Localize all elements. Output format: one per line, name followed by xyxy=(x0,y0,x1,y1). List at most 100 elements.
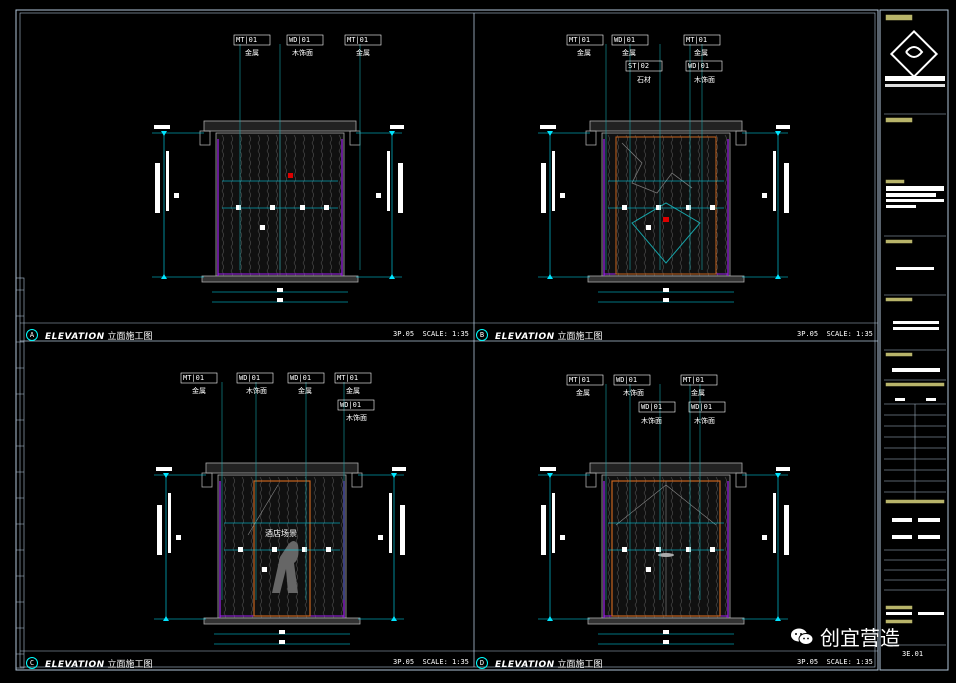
wall-texture xyxy=(250,476,253,622)
tag-a-2: WD|01 xyxy=(289,36,311,44)
wall-texture xyxy=(661,134,664,280)
dim-text xyxy=(622,547,627,552)
tag-box xyxy=(688,401,726,413)
stone-veins xyxy=(621,142,693,194)
dim-arrow xyxy=(391,616,397,621)
tag-a-1: MT|01 xyxy=(236,36,258,44)
wall-texture xyxy=(616,476,619,622)
tag-box xyxy=(680,374,718,386)
dim-text xyxy=(272,547,277,552)
mat-c-5: 木饰面 xyxy=(346,414,367,422)
wall-texture xyxy=(275,134,278,280)
wall-texture xyxy=(311,134,314,280)
tb-mark xyxy=(885,239,913,244)
cornice xyxy=(589,462,743,474)
dim-text xyxy=(157,505,162,555)
dim-text xyxy=(260,225,265,230)
tb-text-bar xyxy=(892,518,912,522)
dim-text xyxy=(270,205,275,210)
cornice-left xyxy=(585,472,597,488)
tag-box xyxy=(566,34,604,46)
tag-box xyxy=(287,372,325,384)
wall-body xyxy=(217,474,347,619)
dim-arrow xyxy=(775,473,781,478)
dim-text xyxy=(541,163,546,213)
dim-arrow xyxy=(161,274,167,279)
tag-box xyxy=(685,60,723,72)
watermark: 创宜营造 xyxy=(790,622,900,651)
tb-mark xyxy=(885,14,913,21)
door-frame xyxy=(615,136,717,275)
cornice-right xyxy=(735,472,747,488)
floor xyxy=(203,617,361,625)
panel-a-marker: A xyxy=(26,329,38,341)
tag-box xyxy=(683,34,721,46)
wall-texture xyxy=(248,134,251,280)
mat-d-1: 金属 xyxy=(576,389,590,397)
dim-text xyxy=(663,298,669,302)
panel-d-scale: 3P.05 SCALE: 1:35 xyxy=(797,658,873,666)
panel-b-title: ELEVATION 立面施工图 xyxy=(495,332,603,342)
dim-text xyxy=(776,125,790,129)
dim-text xyxy=(387,151,390,211)
wall-texture xyxy=(268,476,271,622)
floor xyxy=(201,275,359,283)
dim-text xyxy=(663,288,669,292)
wall-texture xyxy=(230,134,233,280)
mat-b-3: 金属 xyxy=(694,49,708,57)
dim-arrow xyxy=(547,616,553,621)
inner-frame xyxy=(19,12,876,668)
dim-text xyxy=(762,193,767,198)
tag-c-2: WD|01 xyxy=(239,374,261,382)
panel-a-title: ELEVATION 立面施工图 xyxy=(45,332,153,342)
left-strip xyxy=(15,277,25,669)
tag-b-4: ST|02 xyxy=(628,62,650,70)
dim-text xyxy=(656,205,661,210)
tb-text-bar xyxy=(886,193,936,197)
panel-d-marker: D xyxy=(476,657,488,669)
wall-texture xyxy=(284,134,287,280)
dim-text xyxy=(376,193,381,198)
cornice-left xyxy=(199,130,211,146)
dim-text xyxy=(262,567,267,572)
dim-text xyxy=(784,505,789,555)
door-handle xyxy=(658,553,674,557)
dim-text xyxy=(540,125,556,129)
dim-text xyxy=(277,288,283,292)
dim-arrow xyxy=(163,616,169,621)
wall-texture xyxy=(293,134,296,280)
dim-text xyxy=(174,193,179,198)
wall-texture xyxy=(724,134,727,280)
wall-texture xyxy=(715,476,718,622)
wall-texture xyxy=(670,134,673,280)
tb-mark xyxy=(885,179,905,184)
panel-b-marker: B xyxy=(476,329,488,341)
tag-box xyxy=(613,374,651,386)
tag-c-4: MT|01 xyxy=(337,374,359,382)
mat-b-4: 石材 xyxy=(637,76,651,84)
dim-arrow xyxy=(547,473,553,478)
annotation-c: 酒店场景 xyxy=(265,529,297,538)
mat-c-1: 金属 xyxy=(192,387,206,395)
dim-text xyxy=(326,547,331,552)
tag-d-1: MT|01 xyxy=(569,376,591,384)
dim-text xyxy=(277,298,283,302)
cornice-left xyxy=(201,472,213,488)
dim-text xyxy=(776,467,790,471)
dim-arrow xyxy=(547,131,553,136)
tb-mark xyxy=(885,499,945,504)
dim-text xyxy=(176,535,181,540)
floor xyxy=(587,275,745,283)
dim-text xyxy=(236,205,241,210)
dim-arrow xyxy=(775,131,781,136)
dim-text xyxy=(300,205,305,210)
tag-box xyxy=(611,34,649,46)
dim-text xyxy=(646,567,651,572)
tb-text-bar xyxy=(895,398,905,401)
wall-texture xyxy=(724,476,727,622)
panel-d-title: ELEVATION 立面施工图 xyxy=(495,660,603,670)
wall-texture xyxy=(616,134,619,280)
tb-mark xyxy=(885,117,913,123)
wall-texture xyxy=(706,476,709,622)
tag-box xyxy=(286,34,324,46)
